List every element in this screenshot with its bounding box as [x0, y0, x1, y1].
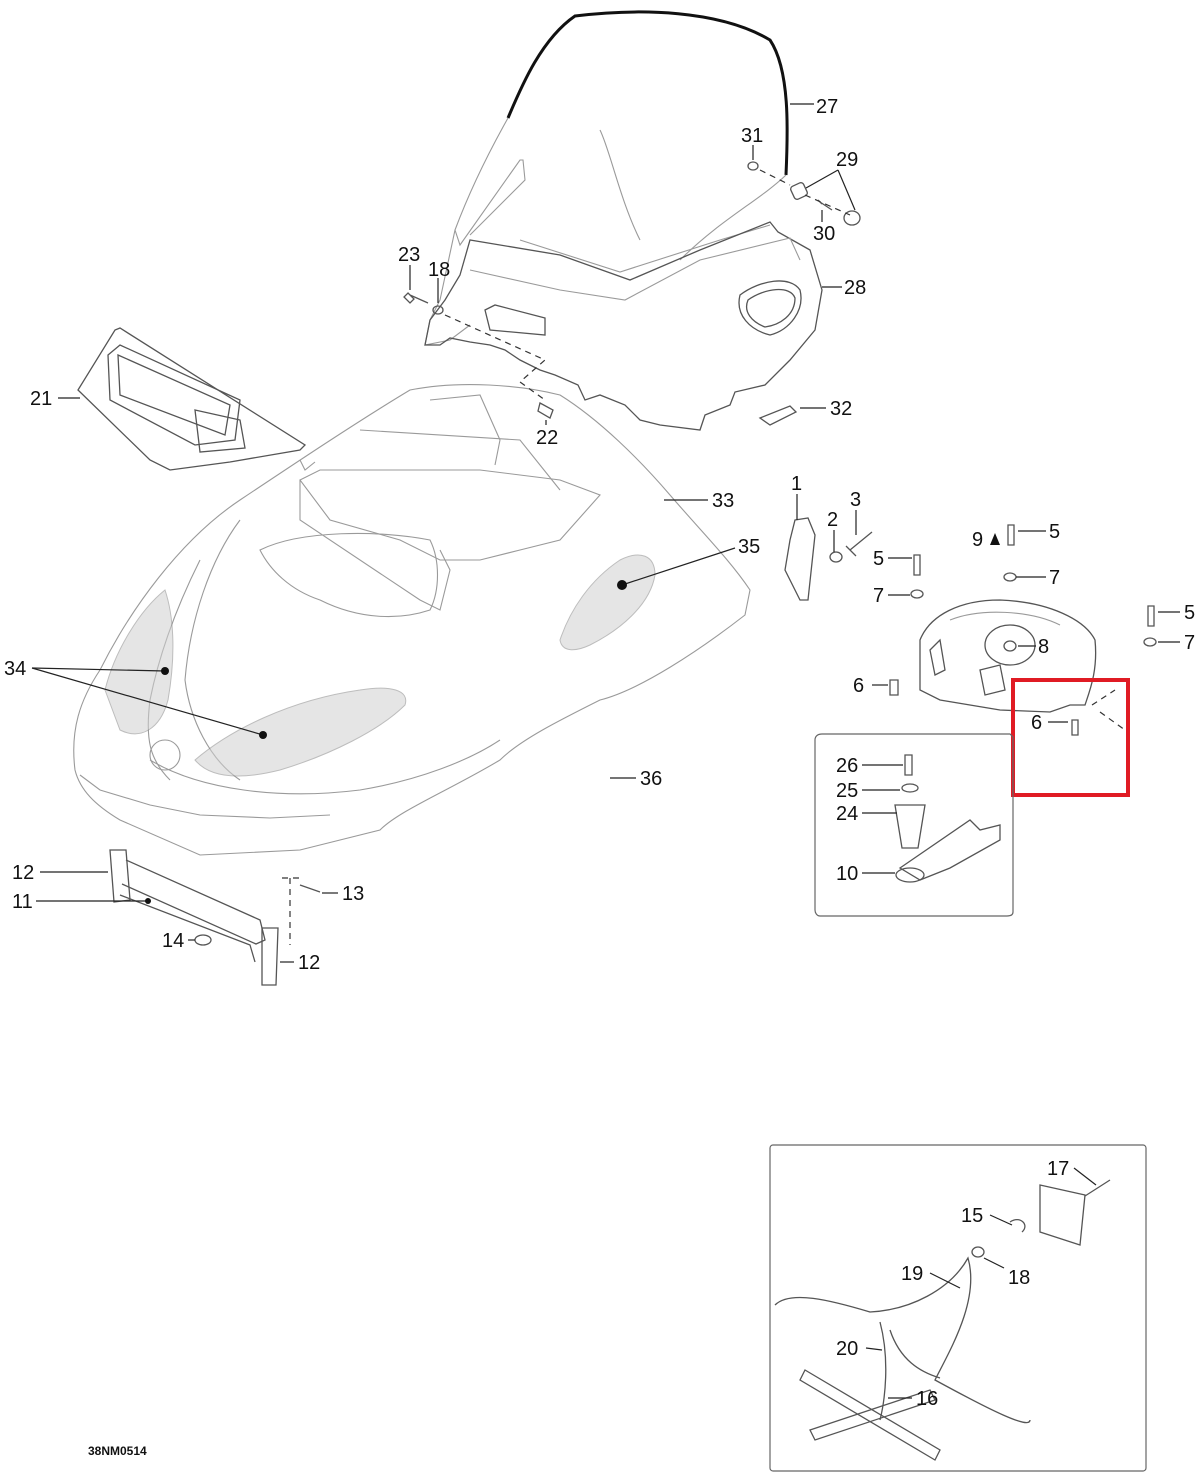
callout-7-right: 7 — [1184, 632, 1195, 654]
air-intake-housing — [889, 524, 1157, 736]
windshield — [424, 10, 789, 346]
callout-36: 36 — [640, 768, 662, 790]
callout-7-left: 7 — [873, 585, 884, 607]
callout-27: 27 — [816, 96, 838, 118]
callout-30: 30 — [813, 223, 835, 245]
callout-8: 8 — [1038, 636, 1049, 658]
callout-14: 14 — [162, 930, 184, 952]
callout-26: 26 — [836, 755, 858, 777]
callout-13: 13 — [342, 883, 364, 905]
highlight-box — [1011, 678, 1130, 797]
callout-5-right: 5 — [1184, 602, 1195, 624]
callout-17: 17 — [1047, 1158, 1069, 1180]
callout-9: 9 — [972, 529, 983, 551]
callout-6-right: 6 — [1031, 712, 1042, 734]
callout-20: 20 — [836, 1338, 858, 1360]
callout-5-left: 5 — [873, 548, 884, 570]
callout-34: 34 — [4, 658, 26, 680]
callout-2: 2 — [827, 509, 838, 531]
cable-inset — [769, 1144, 1147, 1472]
leader-lines — [31, 103, 1180, 1399]
inset-mount-detail — [814, 733, 1014, 917]
callout-11: 11 — [12, 891, 33, 913]
callout-15: 15 — [961, 1205, 983, 1227]
hood-vent-mesh — [104, 554, 656, 777]
callout-28: 28 — [844, 277, 866, 299]
callout-33: 33 — [712, 490, 734, 512]
callout-1: 1 — [791, 473, 802, 495]
callout-24: 24 — [836, 803, 858, 825]
callout-25: 25 — [836, 780, 858, 802]
callout-3: 3 — [850, 489, 861, 511]
callout-12-bottom: 12 — [298, 952, 320, 974]
drawing-reference-code: 38NM0514 — [88, 1444, 147, 1458]
callout-21: 21 — [30, 388, 52, 410]
console-panel — [77, 327, 307, 471]
callout-19: 19 — [901, 1263, 923, 1285]
callout-29: 29 — [836, 149, 858, 171]
windshield-frame — [424, 221, 823, 431]
callout-18: 18 — [428, 259, 450, 281]
support-bracket — [109, 849, 321, 986]
callout-6-left: 6 — [853, 675, 864, 697]
callout-10: 10 — [836, 863, 858, 885]
callout-labels: 27 31 29 30 28 23 18 21 22 32 33 35 34 3… — [4, 96, 1195, 1410]
callout-12-top: 12 — [12, 862, 34, 884]
callout-22: 22 — [536, 427, 558, 449]
callout-32: 32 — [830, 398, 852, 420]
callout-31: 31 — [741, 125, 763, 147]
callout-16: 16 — [916, 1388, 938, 1410]
callout-5-mid: 5 — [1049, 521, 1060, 543]
windshield-hardware — [403, 161, 861, 426]
callout-7-mid: 7 — [1049, 567, 1060, 589]
callout-35: 35 — [738, 536, 760, 558]
callout-23: 23 — [398, 244, 420, 266]
bracket-assembly — [784, 517, 873, 601]
callout-18-inset: 18 — [1008, 1267, 1030, 1289]
